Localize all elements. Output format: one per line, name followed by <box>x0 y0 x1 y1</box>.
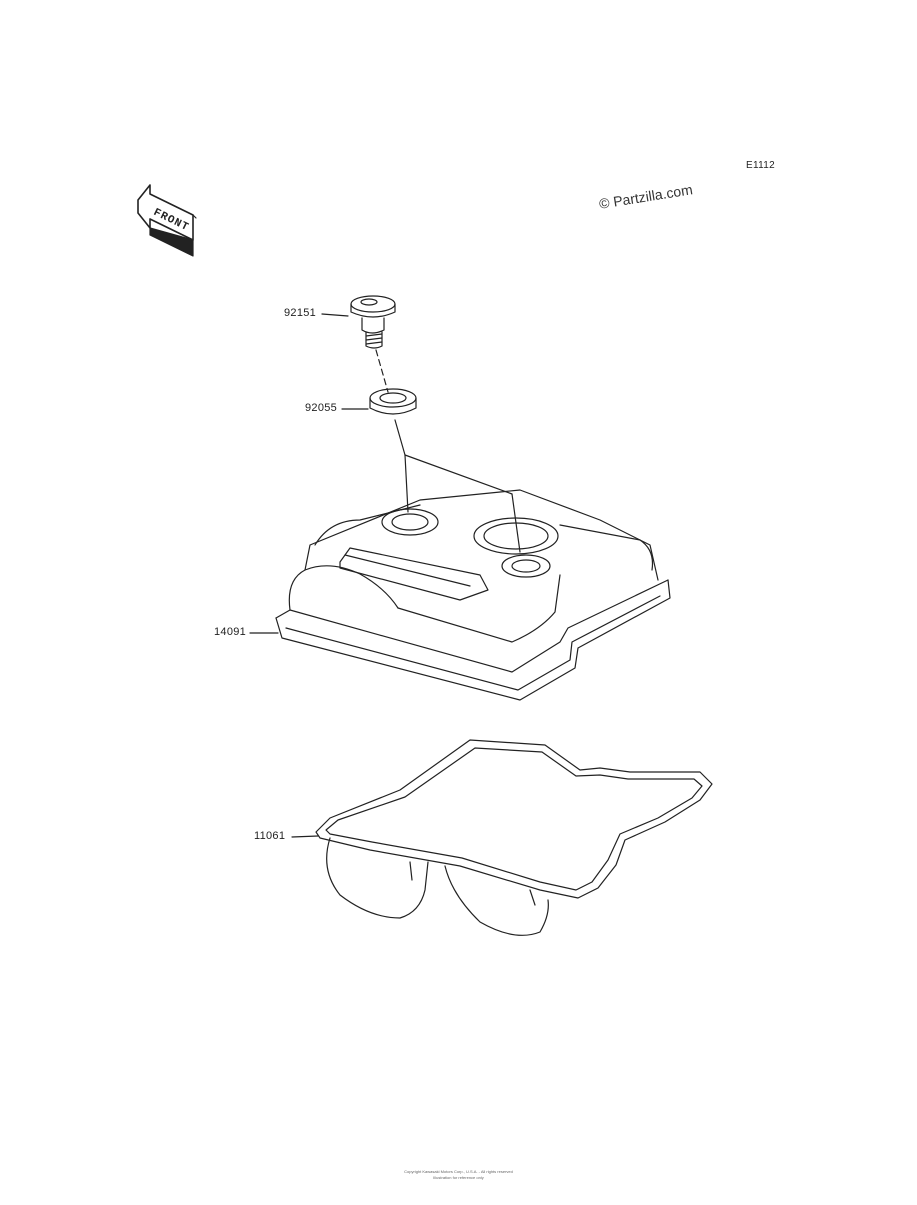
diagram-code: E1112 <box>746 160 775 171</box>
front-arrow-icon: FRONT <box>137 184 197 257</box>
part-label-92055[interactable]: 92055 <box>305 402 338 414</box>
footer-line-2: Illustration for reference only <box>433 1175 484 1180</box>
leader-92151 <box>321 313 349 317</box>
bolt-92151 <box>350 295 396 349</box>
footer-line-1: Copyright Kawasaki Motors Corp., U.S.A. … <box>404 1169 513 1174</box>
assembly-line <box>375 349 389 393</box>
cylinder-head-cover-14091 <box>275 489 671 701</box>
part-label-11061[interactable]: 11061 <box>254 830 286 842</box>
assembly-line <box>394 419 406 456</box>
washer-92055 <box>369 388 417 415</box>
assembly-line <box>404 454 409 513</box>
part-label-92151[interactable]: 92151 <box>284 307 317 319</box>
assembly-line <box>404 454 513 495</box>
leader-11061 <box>291 835 319 838</box>
gasket-11061 <box>315 739 713 936</box>
part-label-14091[interactable]: 14091 <box>214 626 247 638</box>
